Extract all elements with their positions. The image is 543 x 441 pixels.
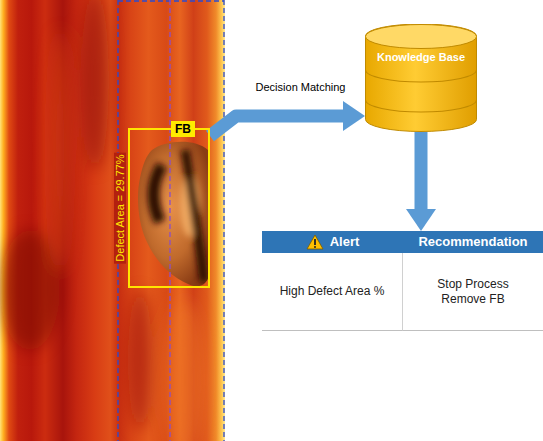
database-top [366, 25, 477, 49]
database-outline [365, 24, 477, 132]
table-cell: Stop Process Remove FB [403, 253, 543, 331]
defect-box: FBDefect Area = 29.77% [128, 128, 210, 288]
table-header: Recommendation [418, 234, 527, 250]
database-band [366, 70, 477, 82]
database-band [366, 100, 477, 112]
flow-arrow [210, 116, 343, 136]
table-header-cell: Alert [262, 231, 403, 253]
roi-line [118, 0, 224, 1]
alert-table: Alert RecommendationHigh Defect Area % Sto… [262, 231, 543, 331]
center-line [169, 0, 170, 441]
table-header: Alert [330, 234, 360, 250]
database-cylinder: Knowledge Base [365, 24, 477, 132]
database-label: Knowledge Base [365, 51, 477, 64]
table-cell: High Defect Area % [262, 253, 403, 331]
database-body [366, 24, 477, 132]
defect-shading [154, 150, 205, 282]
table-cell-text: High Defect Area % [280, 284, 385, 298]
roi-line [223, 0, 224, 441]
flow-arrow [415, 132, 428, 209]
defect-tag: FB [171, 121, 195, 137]
table-header-cell: Recommendation [403, 231, 543, 253]
warning-icon [306, 234, 324, 250]
table-cell-text: Stop Process Remove FB [425, 277, 521, 306]
heat-map [0, 0, 225, 441]
edge-label: Decision Matching [254, 81, 348, 94]
defect-region [138, 142, 210, 287]
defect-area-label: Defect Area = 29.77% [114, 152, 126, 263]
